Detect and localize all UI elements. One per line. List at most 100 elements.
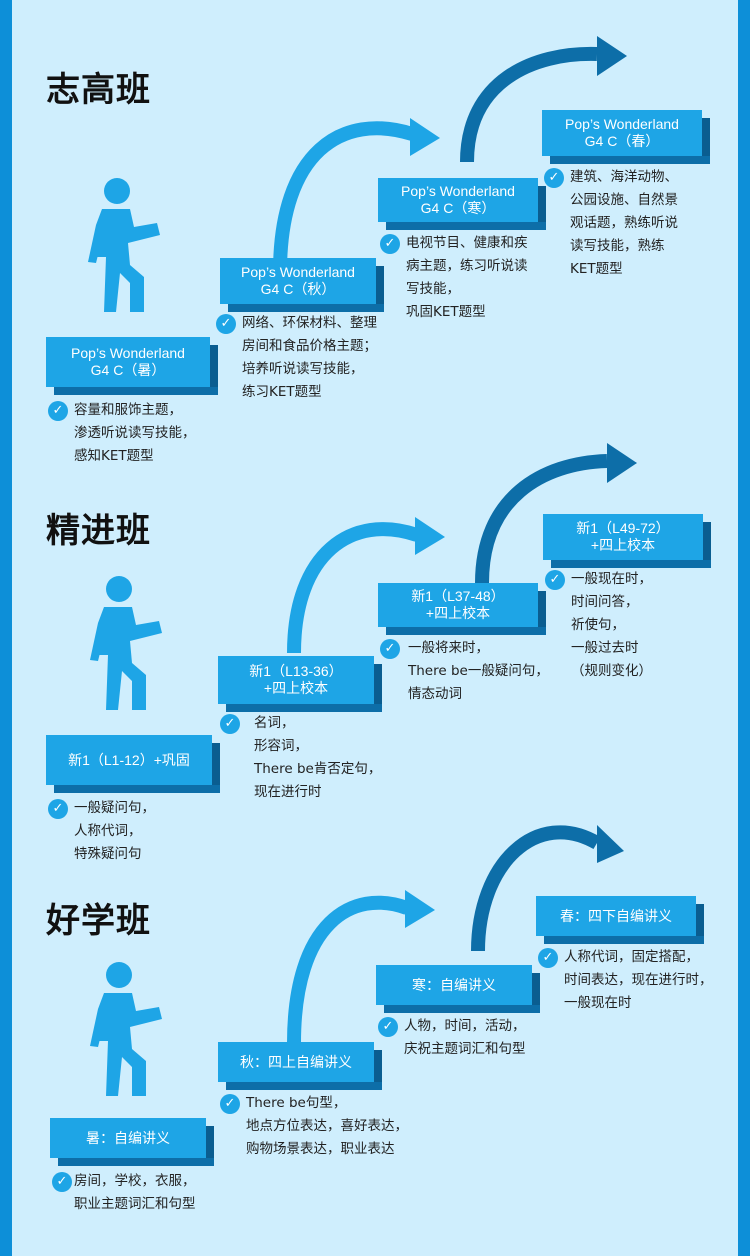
desc-line: 一般将来时， (408, 640, 489, 656)
step-winter: 寒：自编讲义 ✓ 人物，时间，活动， 庆祝主题词汇和句型 (376, 965, 540, 1057)
check-icon: ✓ (216, 314, 236, 334)
desc-line: There be一般疑问句， (408, 663, 549, 679)
course-description: ✓ 一般将来时， There be一般疑问句， 情态动词 (380, 637, 549, 706)
desc-line: 病主题，练习听说读 (406, 258, 528, 274)
desc-line: 人称代词， (74, 823, 142, 839)
desc-line: 现在进行时 (254, 784, 322, 800)
step-2: 新1（L13-36） +四上校本 ✓ 名词， 形容词， There be肯否定句… (218, 656, 382, 800)
desc-line: 一般现在时 (564, 995, 632, 1011)
section-haoxue: 好学班 暑：自编讲义 ✓ 房间，学校，衣服， 职业主题词汇和句型 (12, 825, 738, 1256)
arrow-head-icon (415, 517, 445, 555)
step-winter: Pop’s Wonderland G4 C（寒） ✓ 电视节目、健康和疾 病主题… (378, 178, 546, 320)
desc-line: 房间和食品价格主题； (242, 338, 377, 354)
desc-line: 培养听说读写技能， (242, 361, 364, 377)
desc-line: （规则变化） (571, 663, 652, 679)
course-box: 新1（L37-48） +四上校本 (378, 583, 546, 635)
course-term: G4 C（寒） (420, 200, 496, 216)
desc-line: 建筑、海洋动物、 (570, 169, 678, 185)
desc-line: 容量和服饰主题， (74, 402, 182, 418)
arrow-head-icon (405, 890, 435, 928)
desc-line: 一般现在时， (571, 571, 652, 587)
course-description: ✓ 人物，时间，活动， 庆祝主题词汇和句型 (378, 1015, 526, 1061)
course-box: 春：四下自编讲义 (536, 896, 704, 944)
course-description: ✓ 一般现在时， 时间问答， 祈使句， 一般过去时 （规则变化） (545, 568, 652, 683)
desc-line: 人称代词，固定搭配， (564, 949, 699, 965)
step-spring: 春：四下自编讲义 ✓ 人称代词，固定搭配， 时间表达，现在进行时， 一般现在时 (536, 896, 713, 1011)
desc-line: 电视节目、健康和疾 (406, 235, 528, 251)
course-description: ✓ 电视节目、健康和疾 病主题，练习听说读 写技能， 巩固KET题型 (380, 232, 528, 324)
course-box: 暑：自编讲义 (50, 1118, 214, 1166)
desc-line: 练习KET题型 (242, 384, 322, 400)
step-4: 新1（L49-72） +四上校本 ✓ 一般现在时， 时间问答， 祈使句， 一般过… (543, 514, 711, 679)
course-name: 新1（L37-48） (411, 588, 505, 604)
course-description: ✓ 容量和服饰主题， 渗透听说读写技能， 感知KET题型 (48, 399, 196, 468)
course-name: Pop’s Wonderland (241, 264, 355, 280)
desc-line: 庆祝主题词汇和句型 (404, 1041, 526, 1057)
course-name: Pop’s Wonderland (565, 116, 679, 132)
course-box: Pop’s Wonderland G4 C（秋） (220, 258, 384, 312)
step-3: 新1（L37-48） +四上校本 ✓ 一般将来时， There be一般疑问句，… (378, 583, 549, 702)
course-name: 新1（L1-12）+巩固 (68, 751, 190, 768)
desc-line: 时间表达，现在进行时， (564, 972, 713, 988)
desc-line: 一般疑问句， (74, 800, 155, 816)
arrow-head-icon (607, 443, 637, 483)
person-climbing-icon (88, 178, 160, 312)
course-term: G4 C（秋） (260, 281, 336, 297)
desc-line: 巩固KET题型 (406, 304, 486, 320)
check-icon: ✓ (544, 168, 564, 188)
check-icon: ✓ (52, 1172, 72, 1192)
desc-line: 读写技能，熟练 (570, 238, 665, 254)
course-name: +四上校本 (590, 537, 656, 553)
desc-line: 职业主题词汇和句型 (74, 1196, 196, 1212)
course-box: Pop’s Wonderland G4 C（春） (542, 110, 710, 164)
course-name: +四上校本 (263, 680, 329, 696)
course-name: Pop’s Wonderland (401, 183, 515, 199)
desc-line: KET题型 (570, 261, 623, 277)
progress-arrows (287, 443, 637, 654)
desc-line: 一般过去时 (571, 640, 639, 656)
desc-line: 祈使句， (571, 617, 625, 633)
course-box: 寒：自编讲义 (376, 965, 540, 1013)
course-name: +四上校本 (425, 605, 491, 621)
section-title: 好学班 (46, 901, 151, 941)
check-icon: ✓ (378, 1017, 398, 1037)
desc-line: There be句型， (246, 1095, 347, 1111)
check-icon: ✓ (380, 234, 400, 254)
desc-line: 观话题，熟练听说 (570, 215, 678, 231)
desc-line: 地点方位表达，喜好表达， (246, 1118, 408, 1134)
course-name: 暑：自编讲义 (86, 1129, 170, 1146)
course-term: G4 C（暑） (90, 362, 166, 378)
check-icon: ✓ (220, 714, 240, 734)
desc-line: 情态动词 (408, 686, 462, 702)
course-name: 新1（L49-72） (576, 520, 670, 536)
course-name: 春：四下自编讲义 (560, 907, 672, 924)
page-canvas: 志高班 Pop’s Wonderland G4 C（暑） ✓ 容量和服饰主题， … (12, 0, 738, 1256)
check-icon: ✓ (380, 639, 400, 659)
course-box: Pop’s Wonderland G4 C（暑） (46, 337, 218, 395)
course-description: ✓ 一般疑问句， 人称代词， 特殊疑问句 (48, 797, 155, 866)
desc-line: There be肯否定句， (254, 761, 382, 777)
check-icon: ✓ (48, 401, 68, 421)
desc-line: 渗透听说读写技能， (74, 425, 196, 441)
course-description: ✓ 网络、环保材料、整理 房间和食品价格主题； 培养听说读写技能， 练习KET题… (216, 312, 377, 404)
section-title: 精进班 (46, 511, 151, 551)
course-description: ✓ 建筑、海洋动物、 公园设施、自然景 观话题，熟练听说 读写技能，熟练 KET… (544, 166, 678, 281)
desc-line: 名词， (254, 715, 295, 731)
desc-line: 公园设施、自然景 (570, 192, 678, 208)
section-jingjin: 精进班 新1（L1-12）+巩固 ✓ 一般疑问句， 人称代词， 特殊疑问句 (12, 443, 738, 923)
step-summer: 暑：自编讲义 ✓ 房间，学校，衣服， 职业主题词汇和句型 (50, 1118, 214, 1212)
step-autumn: 秋：四上自编讲义 ✓ There be句型， 地点方位表达，喜好表达， 购物场景… (218, 1042, 408, 1157)
course-name: 秋：四上自编讲义 (240, 1053, 352, 1070)
step-summer: Pop’s Wonderland G4 C（暑） ✓ 容量和服饰主题， 渗透听说… (46, 337, 218, 464)
desc-line: 网络、环保材料、整理 (242, 315, 377, 331)
course-description: ✓ 名词， 形容词， There be肯否定句， 现在进行时 (220, 712, 381, 804)
section-zhigao: 志高班 Pop’s Wonderland G4 C（暑） ✓ 容量和服饰主题， … (12, 36, 738, 482)
course-description: ✓ There be句型， 地点方位表达，喜好表达， 购物场景表达，职业表达 (220, 1092, 408, 1161)
person-climbing-icon (90, 576, 162, 710)
desc-line: 特殊疑问句 (74, 846, 142, 862)
course-name: 寒：自编讲义 (412, 976, 496, 993)
course-name: Pop’s Wonderland (71, 345, 185, 361)
person-climbing-icon (90, 962, 162, 1096)
course-name: 新1（L13-36） (249, 663, 343, 679)
course-term: G4 C（春） (584, 133, 660, 149)
